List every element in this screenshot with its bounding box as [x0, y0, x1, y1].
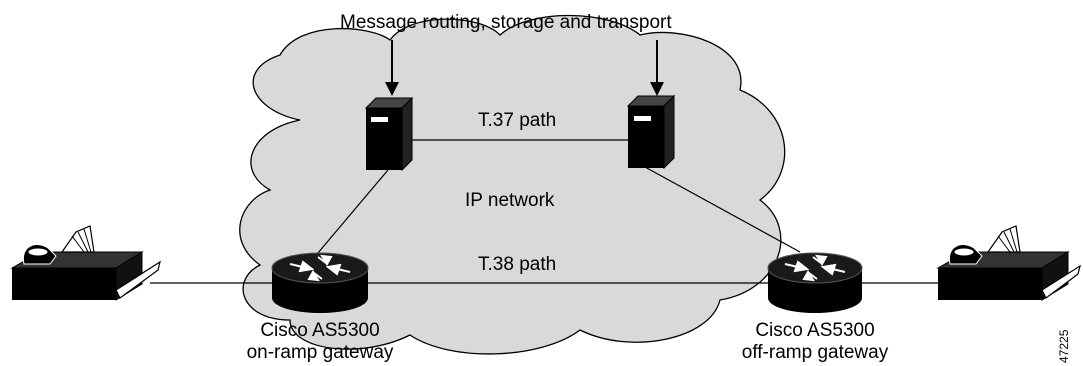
t38-path-label: T.38 path — [478, 254, 557, 275]
left-gateway-label: Cisco AS5300 on-ramp gateway — [225, 320, 415, 364]
ip-network-label: IP network — [465, 190, 555, 211]
server-left-to-router-left — [311, 169, 389, 261]
left-gateway-role: on-ramp gateway — [246, 342, 394, 363]
server-right-to-router-right — [644, 166, 801, 253]
fax-machine-icon — [10, 225, 161, 301]
top-annotation-label: Message routing, storage and transport — [340, 12, 672, 33]
fax-machine-icon — [936, 225, 1081, 301]
t37-path-label: T.37 path — [478, 110, 557, 131]
right-gateway-model: Cisco AS5300 — [755, 320, 875, 341]
router-icon — [271, 252, 369, 313]
figure-id-text: 47225 — [1057, 329, 1071, 363]
right-gateway-label: Cisco AS5300 off-ramp gateway — [720, 320, 910, 364]
left-gateway-model: Cisco AS5300 — [260, 320, 380, 341]
arrow-to-left-server — [385, 40, 399, 96]
router-icon — [767, 252, 863, 313]
server-icon — [626, 94, 676, 170]
figure-id: 47225 — [1057, 325, 1071, 365]
arrow-to-right-server — [650, 40, 664, 96]
server-icon — [364, 96, 414, 172]
right-gateway-role: off-ramp gateway — [741, 342, 889, 363]
